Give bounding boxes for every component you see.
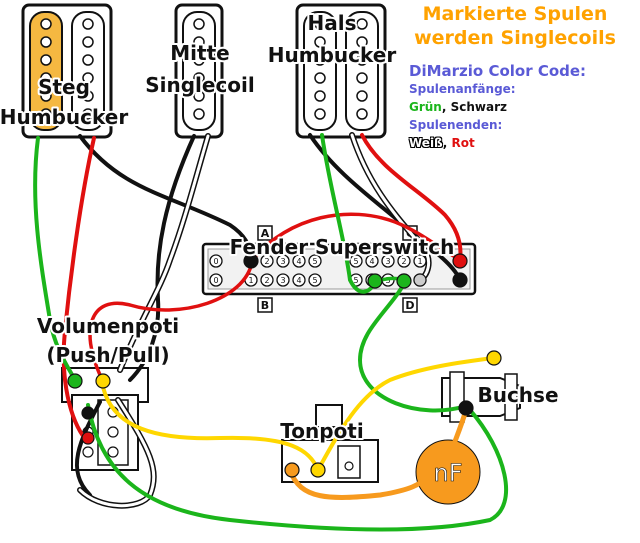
- pin-number: 3: [280, 257, 285, 266]
- volume-label-line1: Volumenpoti: [37, 314, 179, 338]
- tone-capacitor: [415, 439, 481, 505]
- capacitor-label: nF: [433, 459, 462, 487]
- wire-green-ground: [86, 403, 508, 532]
- section-b-label: B: [261, 299, 269, 312]
- legend-ends-row: Weiß, Rot: [409, 134, 639, 152]
- middle-label-line1: Mitte: [170, 41, 229, 65]
- wire-black-bridge: [78, 134, 253, 260]
- section-a-label: A: [261, 227, 270, 240]
- solder-points: [67, 253, 502, 478]
- solder-a1: [243, 253, 259, 269]
- pin-number: 5: [353, 257, 358, 266]
- middle-label-line2: Singlecoil: [145, 73, 255, 97]
- legend-starts-row: Grün, Schwarz: [409, 98, 639, 116]
- solder-d2: [396, 273, 412, 289]
- pin-number: 2: [401, 257, 406, 266]
- legend-white: Weiß: [409, 136, 443, 150]
- solder-d4: [367, 273, 383, 289]
- solder-volume-ground: [67, 373, 83, 389]
- pin-number: 4: [296, 257, 301, 266]
- bridge-humbucker: [21, 3, 113, 139]
- middle-singlecoil: [174, 3, 224, 139]
- pin-number: 4: [296, 276, 301, 285]
- pin-number: 3: [280, 276, 285, 285]
- bridge-pole-pieces: [40, 18, 94, 120]
- pin-number: 3: [385, 257, 390, 266]
- bridge-coil: [71, 11, 105, 131]
- legend-separator: ,: [442, 136, 448, 150]
- legend-green: Grün: [409, 100, 442, 114]
- wire-green-jack: [358, 280, 468, 413]
- neck-label-line2: Humbucker: [268, 43, 397, 67]
- solder-volume-wiper: [95, 373, 111, 389]
- volume-label-line2: (Push/Pull): [46, 343, 169, 367]
- wire-yellow-tone: [100, 380, 320, 472]
- solder-jack-tip: [486, 350, 502, 366]
- neck-humbucker: [295, 3, 387, 139]
- legend-heading: DiMarzio Color Code:: [409, 62, 587, 80]
- pin-number: 5: [312, 276, 317, 285]
- legend-ends-label: Spulenenden:: [409, 118, 503, 132]
- solder-tone-cap: [284, 462, 300, 478]
- solder-d1: [413, 273, 427, 287]
- bridge-coil-marked: [29, 11, 63, 131]
- wires: [33, 132, 508, 532]
- pin-number: 4: [369, 257, 374, 266]
- wire-green-bridge: [33, 136, 77, 382]
- solder-tone-wiper: [310, 462, 326, 478]
- neck-label-line1: Hals: [308, 11, 357, 35]
- wire-red-switch-bridge: [250, 212, 462, 262]
- pin-number: 5: [353, 276, 358, 285]
- wire-red-bridge: [61, 136, 96, 442]
- pin-number: 1: [417, 257, 422, 266]
- wire-yellow-jack: [316, 356, 496, 472]
- wire-cap-tone: [287, 467, 433, 500]
- solder-c0: [452, 253, 468, 269]
- wire-red-volume: [88, 260, 254, 377]
- wire-green-neck: [320, 133, 377, 294]
- bridge-label-line2: Humbucker: [0, 105, 128, 129]
- diagram-labels: Steg Humbucker Mitte Singlecoil Hals Hum…: [0, 9, 561, 487]
- pin-number: 2: [264, 276, 269, 285]
- switch-label: Fender Superswitch: [230, 235, 455, 259]
- jack-label: Buchse: [477, 383, 558, 407]
- legend-red: Rot: [451, 136, 475, 150]
- solder-volume-pin1: [81, 406, 95, 420]
- legend-black: Schwarz: [450, 100, 507, 114]
- wire-white-middle: [118, 134, 210, 372]
- marked-coils-note: Markierte Spulen werden Singlecoils: [392, 2, 638, 50]
- pin-number: 2: [264, 257, 269, 266]
- wire-white-neck: [350, 133, 431, 282]
- pin-number: 1: [248, 276, 253, 285]
- marked-coils-note-line1: Markierte Spulen: [422, 3, 608, 25]
- middle-pole-pieces: [193, 18, 205, 120]
- pin-number: 0: [213, 276, 218, 285]
- marked-coils-note-line2: werden Singlecoils: [414, 27, 616, 49]
- section-d-label: D: [405, 299, 414, 312]
- wire-red-neck: [360, 133, 463, 262]
- switch-row-top: [209, 254, 467, 268]
- solder-d0: [452, 272, 468, 288]
- color-code-legend: DiMarzio Color Code: Spulenanfänge: Grün…: [409, 62, 639, 152]
- legend-starts-label: Spulenanfänge:: [409, 82, 516, 96]
- pin-number: 0: [213, 257, 218, 266]
- bridge-label-line1: Steg: [38, 75, 90, 99]
- pin-number: 5: [312, 257, 317, 266]
- legend-separator: ,: [441, 100, 447, 114]
- solder-jack-sleeve: [458, 400, 474, 416]
- neck-pole-pieces: [314, 18, 368, 120]
- solder-volume-pin2: [81, 431, 95, 445]
- tone-label: Tonpoti: [280, 419, 363, 443]
